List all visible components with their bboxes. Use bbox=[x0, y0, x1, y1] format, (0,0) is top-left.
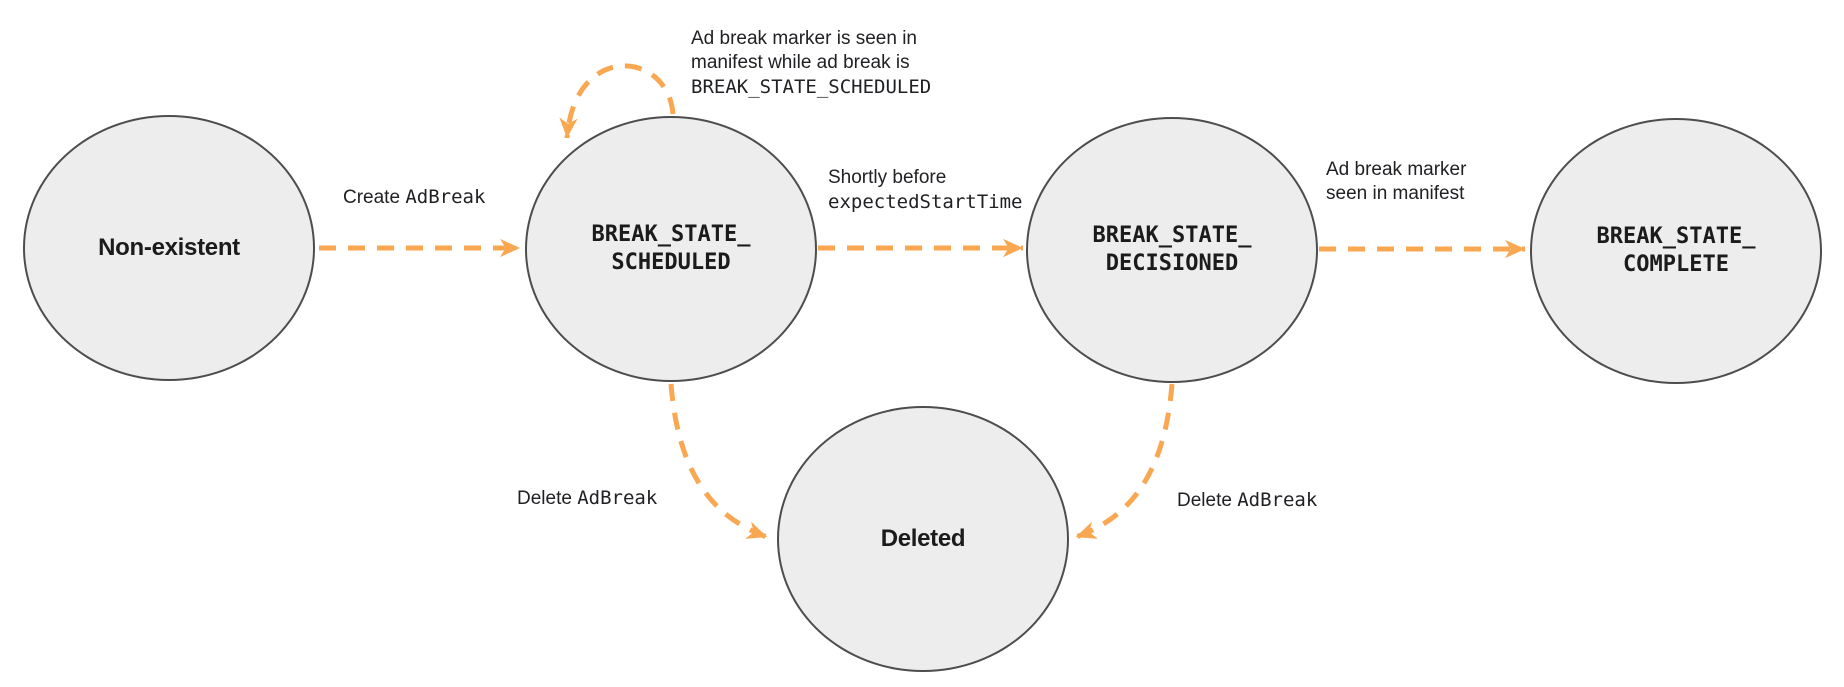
state-node-break-state-decisioned: BREAK_STATE_ DECISIONED bbox=[1026, 117, 1318, 383]
state-label-break-state-decisioned: BREAK_STATE_ DECISIONED bbox=[1093, 222, 1252, 278]
state-node-non-existent: Non-existent bbox=[23, 115, 315, 381]
edge-delete-left-arrow bbox=[668, 383, 768, 540]
state-node-deleted: Deleted bbox=[777, 406, 1069, 672]
state-label-line1: BREAK_STATE_ bbox=[1596, 224, 1756, 249]
edge-delete-right-arrow bbox=[1075, 383, 1175, 540]
state-label-line1: BREAK_STATE_ bbox=[591, 222, 751, 247]
edge-label-plain: Delete bbox=[1177, 490, 1232, 511]
state-label-break-state-scheduled: BREAK_STATE_ SCHEDULED bbox=[592, 221, 751, 277]
edge-label-code: expectedStartTime bbox=[828, 191, 1023, 213]
state-label-break-state-complete: BREAK_STATE_ COMPLETE bbox=[1597, 223, 1756, 279]
edge-label-code: AdBreak bbox=[577, 487, 658, 509]
edge-label-marker-seen: Ad break marker seen in manifest bbox=[1326, 158, 1466, 206]
state-label-line1: BREAK_STATE_ bbox=[1092, 223, 1252, 248]
state-label-line2: DECISIONED bbox=[1105, 251, 1239, 276]
state-label-non-existent: Non-existent bbox=[98, 234, 240, 261]
state-node-break-state-scheduled: BREAK_STATE_ SCHEDULED bbox=[525, 116, 817, 382]
state-label-line2: SCHEDULED bbox=[611, 250, 731, 275]
edge-label-line1: Ad break marker bbox=[1326, 159, 1467, 180]
edge-label-self-loop: Ad break marker is seen in manifest whil… bbox=[691, 27, 931, 99]
edge-label-plain: Delete bbox=[517, 488, 572, 509]
state-label-deleted: Deleted bbox=[880, 525, 966, 552]
edge-self-loop-arrow bbox=[559, 63, 676, 139]
edge-label-line2: seen in manifest bbox=[1326, 183, 1465, 204]
edge-label-line1: Ad break marker is seen in bbox=[691, 28, 917, 49]
state-label-line2: COMPLETE bbox=[1623, 252, 1729, 277]
edge-label-code: BREAK_STATE_SCHEDULED bbox=[691, 76, 932, 98]
state-node-break-state-complete: BREAK_STATE_ COMPLETE bbox=[1530, 118, 1822, 384]
edge-label-line2: manifest while ad break is bbox=[691, 52, 910, 73]
edge-label-shortly-before: Shortly before expectedStartTime bbox=[828, 166, 1022, 214]
edge-label-plain: Create bbox=[343, 187, 401, 208]
edge-label-code: AdBreak bbox=[1237, 489, 1318, 511]
edge-label-plain: Shortly before bbox=[828, 167, 947, 188]
edge-label-code: AdBreak bbox=[405, 186, 486, 208]
